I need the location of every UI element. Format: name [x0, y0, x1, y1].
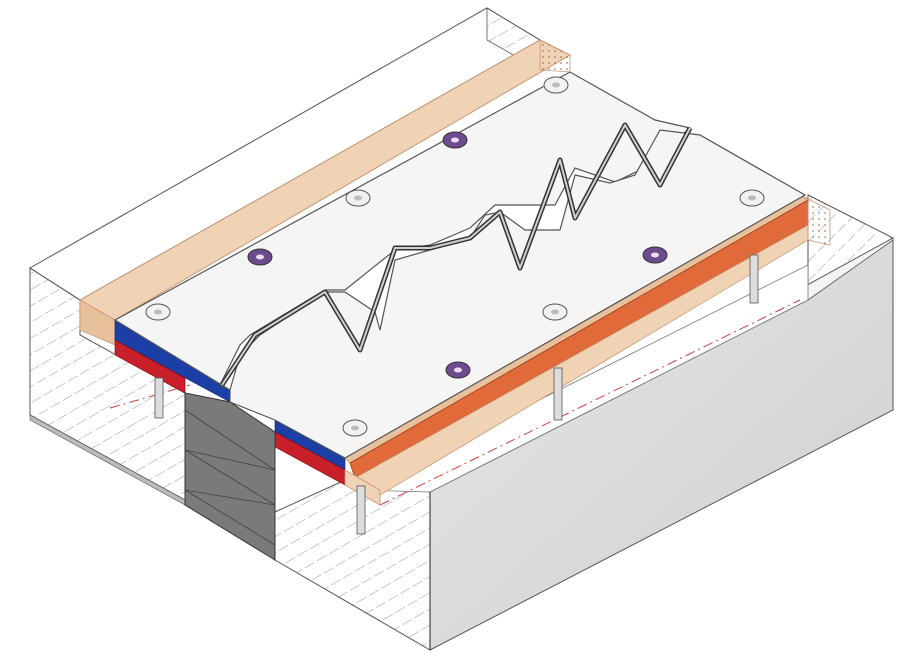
front-wood-end: [799, 194, 831, 246]
wood-strip-end: [539, 39, 571, 73]
gap-filler: [184, 392, 276, 561]
screw-socket: [351, 425, 359, 431]
anchor-socket: [256, 254, 264, 260]
anchor-socket: [651, 252, 659, 258]
concrete-block: [29, 7, 894, 651]
fasteners: [145, 76, 765, 437]
block-front-face: [274, 479, 431, 651]
gap-filler-front: [184, 392, 276, 561]
anchor-rod-right: [749, 254, 759, 304]
screw-socket: [551, 309, 559, 315]
anchor-socket: [451, 137, 459, 143]
anchor-rod-left: [154, 377, 164, 419]
screw-socket: [154, 309, 162, 315]
anchor-rods: [154, 254, 759, 535]
cover-plate-right: [229, 129, 807, 459]
gap-filler-pattern: [184, 409, 276, 546]
anchor-socket: [454, 367, 462, 373]
screw-socket: [552, 82, 560, 88]
screw-socket: [748, 195, 756, 201]
left-centerline: [109, 384, 191, 409]
wood-edge-strip-back: [78, 39, 572, 346]
anchor-rod-mid: [553, 367, 563, 421]
expansion-joint-cover-plate: [113, 71, 807, 459]
anchor-rod-front: [356, 485, 366, 535]
zigzag-gap-highlight: [221, 124, 691, 386]
screw-socket: [354, 195, 362, 201]
cavity-centerline: [379, 299, 801, 506]
